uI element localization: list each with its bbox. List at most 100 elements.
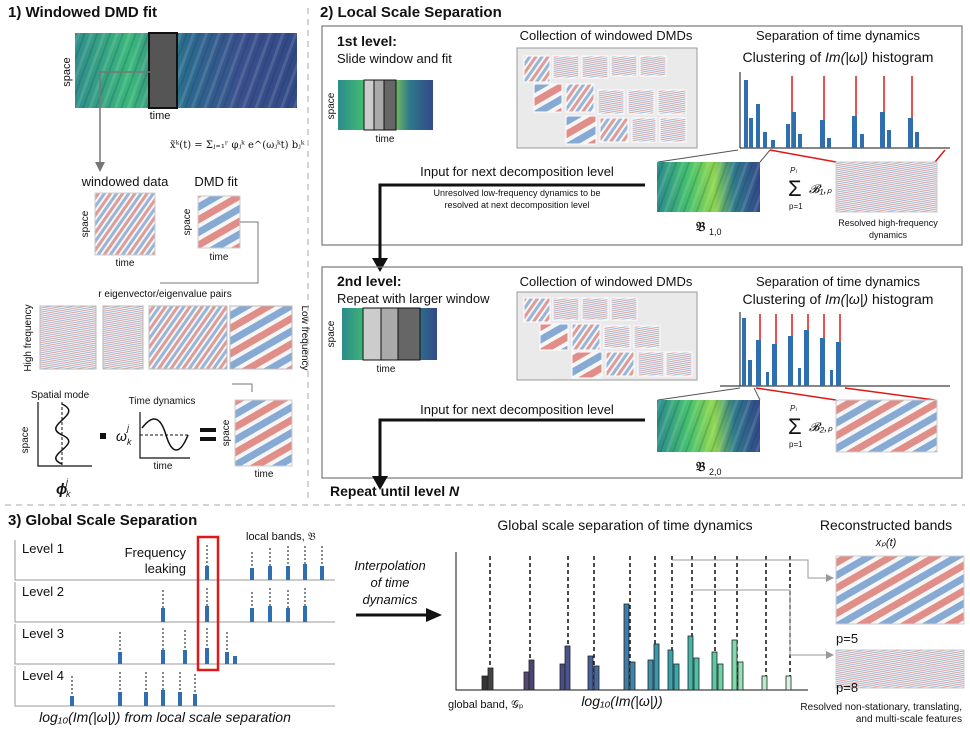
level-2-axis [14, 582, 335, 623]
level1-box [321, 25, 963, 246]
l2-collection-label: Collection of windowed DMDs [520, 274, 693, 289]
l1-separation-label: Separation of time dynamics [756, 28, 921, 43]
phi-sub: k [66, 489, 71, 499]
B10-sub: 1,0 [709, 227, 722, 237]
p5-band-image [835, 555, 965, 625]
resolved-ns-line1: Resolved non-stationary, translating, [800, 702, 962, 713]
l1-resolved-hf-image [835, 161, 938, 213]
level-3-label: Level 3 [22, 626, 64, 641]
interp-line2: of time [370, 575, 409, 590]
mode-tile-1 [39, 305, 97, 370]
mode-product-image [234, 399, 293, 467]
p5-connector [672, 559, 828, 579]
l1-window-1 [363, 79, 375, 131]
l1-collection-label: Collection of windowed DMDs [520, 28, 693, 43]
l1-space-label: space [326, 92, 337, 119]
interp-line3: dynamics [363, 592, 418, 607]
panel-3-global-scale: 3) Global Scale Separation Level 1 Level… [8, 512, 965, 725]
p5-label: p=5 [836, 631, 858, 646]
p8-arrowhead-icon [826, 651, 834, 659]
panel2-title: 2) Local Scale Separation [320, 4, 502, 21]
p8-band-image [835, 649, 965, 689]
connector-fit [160, 221, 259, 284]
l1-to-l2-arrow [378, 183, 645, 260]
level-histograms [71, 545, 323, 706]
l2-sigma-icon: Σ [788, 414, 802, 439]
panel3-xlabel: log₁₀(Im(|ω|)) from local scale separati… [39, 709, 291, 725]
p8-connector [692, 589, 828, 656]
arrow-head-icon [95, 162, 105, 172]
global-bins [481, 603, 792, 691]
level1-subtitle: Slide window and fit [337, 51, 452, 66]
local-bands-label: local bands, 𝔅 [246, 531, 316, 543]
repeat-until-label: Repeat until level N [330, 483, 460, 499]
p5-arrowhead-icon [826, 574, 834, 582]
time-dynamics-label: Time dynamics [129, 396, 196, 407]
B10-texture [657, 162, 760, 212]
equals-icon-bottom [200, 437, 216, 441]
panel-1-windowed-dmd: 1) Windowed DMD fit space time x̃ᵏ(t) = … [8, 4, 310, 499]
l2-window-2 [380, 307, 399, 361]
panel1-title: 1) Windowed DMD fit [8, 4, 157, 21]
omega-sup: j [126, 423, 130, 433]
product-space-label: space [221, 419, 232, 446]
level2-title: 2nd level: [337, 273, 402, 289]
td-time-label: time [154, 461, 173, 472]
l2-zoom-right [753, 387, 761, 401]
l1-sum-term: 𝓑₁,ₚ [809, 182, 833, 196]
fit-time-label: time [210, 252, 229, 263]
l2-sum-bot: p=1 [789, 440, 803, 449]
l1-red-zoom-right [934, 149, 946, 163]
l2-zoom-left [657, 387, 741, 401]
l1-unresolved-line2: resolved at next decomposition level [444, 200, 589, 210]
level-bins [70, 564, 324, 706]
B20-symbol: 𝔅 [695, 459, 706, 474]
B20-texture [657, 400, 760, 452]
l1-histogram [739, 72, 950, 149]
frequency-leaking-line1: Frequency [125, 545, 187, 560]
pairs-label: r eigenvector/eigenvalue pairs [98, 289, 231, 300]
l1-input-next-label: Input for next decomposition level [420, 164, 614, 179]
l1-time-label: time [376, 134, 395, 145]
omega-symbol: ω [116, 428, 127, 444]
global-dashed-lines [489, 556, 791, 690]
wd-space-label: space [80, 210, 91, 237]
l2-sum-term: 𝓑₂,ₚ [809, 420, 833, 434]
fit-space-label: space [182, 208, 193, 235]
l2-red-zoom-right [844, 387, 936, 401]
l1-window-2 [373, 79, 385, 131]
l1-sum-top: Pₗ [790, 166, 797, 175]
B20-sub: 2,0 [709, 467, 722, 477]
l2-separation-label: Separation of time dynamics [756, 274, 921, 289]
p8-label: p=8 [836, 680, 858, 695]
time-dynamics-curve [141, 418, 189, 451]
interp-line1: Interpolation [354, 558, 426, 573]
dmd-fit-image [197, 195, 241, 249]
level-2-label: Level 2 [22, 584, 64, 599]
l2-repeat-arrow [378, 418, 645, 478]
low-frequency-label: Low frequency [299, 305, 310, 370]
l2-resolved-image [835, 399, 938, 453]
time-dynamics-axes [139, 412, 190, 459]
l1-red-zoom-left [769, 149, 837, 163]
windowed-data-image [94, 192, 156, 256]
global-band-label: global band, 𝒢ₚ [448, 699, 524, 711]
panel3-title: 3) Global Scale Separation [8, 512, 197, 529]
recon-title: Reconstructed bands [820, 517, 952, 533]
l2-input-next-label: Input for next decomposition level [420, 402, 614, 417]
omega-sub: k [127, 437, 132, 447]
spacetime-texture [75, 33, 297, 108]
level-1-axis [14, 540, 335, 581]
axis-space-label: space [61, 57, 73, 86]
windowed-data-label: windowed data [81, 174, 169, 189]
l2-sum-top: Pₗ [790, 404, 797, 413]
l1-resolved-line1: Resolved high-frequency [838, 218, 938, 228]
l1-window-3 [383, 79, 397, 131]
l1-resolved-line2: dynamics [869, 230, 908, 240]
l2-window-3 [397, 307, 421, 361]
recon-subtitle: xₚ(t) [875, 537, 897, 549]
l2-clustering-label: Clustering of Im(|ω|) histogram [743, 291, 934, 307]
level-1-label: Level 1 [22, 541, 64, 556]
spatial-mode-axes [37, 402, 92, 467]
